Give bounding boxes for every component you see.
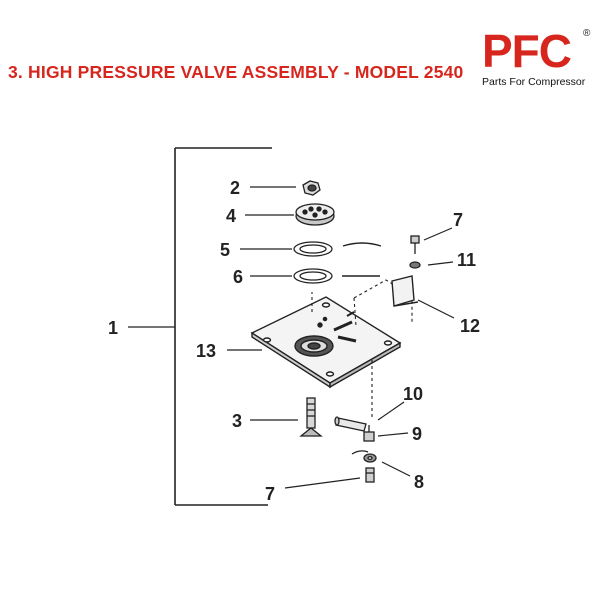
part-6-ring: [293, 268, 380, 284]
part-7-screw-top: [410, 235, 420, 254]
callout-8: 8: [414, 472, 424, 492]
part-13-valve-plate: [250, 296, 402, 389]
callout-13: 13: [196, 341, 216, 361]
callout-6: 6: [233, 267, 243, 287]
assembly-bracket: [174, 147, 272, 506]
part-2-nut: [302, 180, 321, 196]
callout-3: 3: [232, 411, 242, 431]
callout-9: 9: [412, 424, 422, 444]
callout-1: 1: [108, 318, 118, 338]
page-title: 3. HIGH PRESSURE VALVE ASSEMBLY - MODEL …: [8, 62, 464, 82]
part-3-bolt: [299, 397, 323, 437]
logo-tagline: Parts For Compressor: [482, 76, 586, 88]
registered-mark: ®: [583, 28, 591, 39]
part-7-screw-bottom: [365, 467, 375, 483]
callout-2: 2: [230, 178, 240, 198]
logo-mark: PFC: [482, 25, 572, 77]
part-4-valve-seat: [295, 203, 335, 226]
part-12-bracket-plate: [391, 275, 419, 307]
cover-dashed-outline: [311, 279, 413, 418]
callout-7-bottom: 7: [265, 484, 275, 504]
callout-4: 4: [226, 206, 236, 226]
part-5-washer: [293, 241, 382, 257]
callout-11: 11: [457, 250, 476, 270]
callout-12: 12: [460, 316, 480, 336]
callout-10: 10: [403, 384, 423, 404]
part-10-rod: [334, 416, 367, 432]
leader-lines: [128, 186, 455, 489]
part-11-washer: [409, 261, 421, 269]
callout-5: 5: [220, 240, 230, 260]
part-8-nut: [351, 450, 377, 463]
part-9-spacer: [363, 425, 375, 442]
callout-7-top: 7: [453, 210, 463, 230]
callouts: 1 2 4 5 6 13 3 7 7 11 12 10 9 8: [108, 178, 480, 504]
brand-logo: PFC ® Parts For Compressor: [482, 28, 594, 92]
